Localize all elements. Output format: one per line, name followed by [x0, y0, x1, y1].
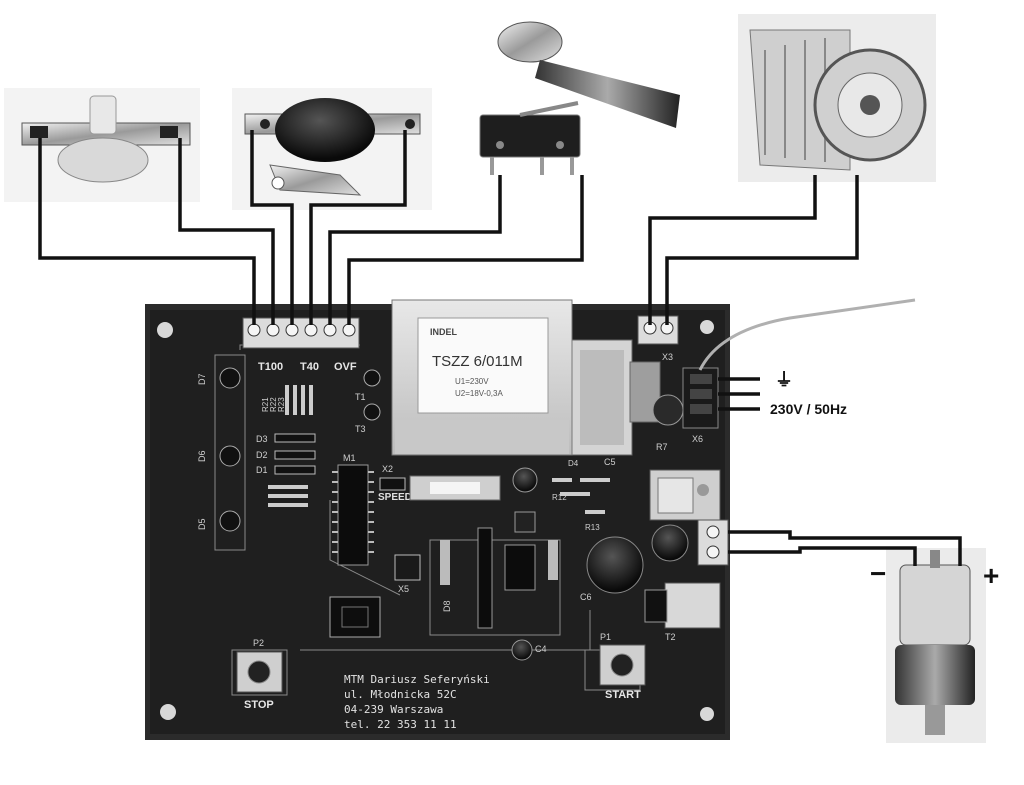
- led-column: [219, 367, 241, 532]
- resistors-right: [552, 478, 610, 514]
- silk-r13: R13: [585, 523, 600, 532]
- mounting-hole: [160, 704, 176, 720]
- resistor: [440, 540, 450, 585]
- speed-jumper[interactable]: [379, 477, 406, 491]
- pcb-board: D7 D6 D5 D3 D2 D1 R21 R22 R23 T1 T3: [145, 299, 730, 740]
- mounting-hole: [700, 707, 714, 721]
- capacitor: [512, 467, 538, 493]
- maker-line-1: MTM Dariusz Seferyński: [344, 673, 490, 686]
- motor-plus-label: +: [983, 560, 999, 591]
- stop-button[interactable]: [236, 651, 283, 693]
- transistor: [363, 369, 381, 387]
- connector-x3-label: X3: [662, 352, 673, 362]
- capacitor-c4: [511, 639, 533, 661]
- terminal-block-x3: [637, 315, 679, 345]
- maker-line-3: 04-239 Warszawa: [344, 703, 443, 716]
- silk-d2: D2: [256, 450, 268, 460]
- silk-d1: D1: [256, 465, 268, 475]
- silk-c6: C6: [580, 592, 592, 602]
- silk-r23: R23: [277, 397, 286, 412]
- silk-d5: D5: [197, 518, 207, 530]
- microswitch: [479, 21, 680, 175]
- silk-d6: D6: [197, 450, 207, 462]
- capacitor-large: [651, 524, 689, 562]
- capacitor: [652, 394, 684, 426]
- transformer: [391, 299, 573, 456]
- ic-m1: [332, 464, 374, 566]
- silk-r21: R21: [261, 397, 270, 412]
- heatsink: [649, 469, 721, 521]
- diode-d8: [477, 527, 493, 629]
- start-label: START: [605, 689, 641, 701]
- silk-d4: D4: [568, 459, 579, 468]
- maker-line-2: ul. Młodnicka 52C: [344, 688, 457, 701]
- connector-ovf-label: OVF: [334, 361, 357, 373]
- silk-x2: X2: [382, 464, 393, 474]
- silk-d8: D8: [442, 600, 452, 612]
- silk-p1: P1: [600, 632, 611, 642]
- mains-cable: [698, 298, 916, 371]
- maker-line-4: tel. 22 353 11 11: [344, 718, 457, 731]
- relay: [571, 339, 661, 456]
- connector-t100-label: T100: [258, 361, 283, 373]
- transformer-spec-primary: U1=230V: [455, 377, 489, 386]
- silk-d7: D7: [197, 373, 207, 385]
- terminal-block-left: [242, 317, 360, 349]
- silk-x5: X5: [398, 584, 409, 594]
- silk-p2: P2: [253, 638, 264, 648]
- wires: [38, 130, 962, 566]
- heatsink-2: [644, 582, 721, 629]
- transformer-brand: INDEL: [430, 327, 458, 337]
- resistor: [548, 540, 558, 580]
- silk-c4: C4: [535, 644, 547, 654]
- thermostat-t40: [232, 88, 432, 210]
- silk-m1: M1: [343, 453, 356, 463]
- fuse: [409, 475, 501, 501]
- silk-speed: SPEED: [378, 492, 412, 503]
- terminal-block-motor: [697, 519, 729, 566]
- silk-t1: T1: [355, 392, 366, 402]
- blower-fan: [738, 14, 936, 182]
- capacitor-large: [586, 536, 644, 594]
- qfp-chip: [329, 596, 381, 638]
- transformer-spec-secondary: U2=18V-0,3A: [455, 389, 503, 398]
- ground-icon: ⏚: [775, 370, 793, 390]
- mounting-hole: [157, 322, 173, 338]
- thermostat-t100: [4, 88, 200, 202]
- transformer-model: TSZZ 6/011M: [432, 353, 523, 370]
- stop-label: STOP: [244, 699, 274, 711]
- silk-t3: T3: [355, 424, 366, 434]
- gear-motor: [886, 548, 986, 743]
- mains-voltage-label: 230V / 50Hz: [770, 401, 847, 417]
- connector-t40-label: T40: [300, 361, 319, 373]
- connector-x6: [682, 367, 719, 429]
- silk-r12: R12: [552, 493, 567, 502]
- transistor: [363, 403, 381, 421]
- resistors: [268, 385, 313, 507]
- ic: [514, 511, 536, 533]
- connector-x6-label: X6: [692, 434, 703, 444]
- silk-r22: R22: [269, 397, 278, 412]
- silk-c5: C5: [604, 457, 616, 467]
- header-x5: [394, 554, 421, 581]
- silk-t2: T2: [665, 632, 676, 642]
- diodes: [274, 433, 316, 475]
- mounting-hole: [700, 320, 714, 334]
- motor-minus-label: −: [870, 558, 886, 589]
- silk-d3: D3: [256, 434, 268, 444]
- silk-r7: R7: [656, 442, 668, 452]
- ic: [504, 544, 536, 591]
- start-button[interactable]: [599, 644, 646, 686]
